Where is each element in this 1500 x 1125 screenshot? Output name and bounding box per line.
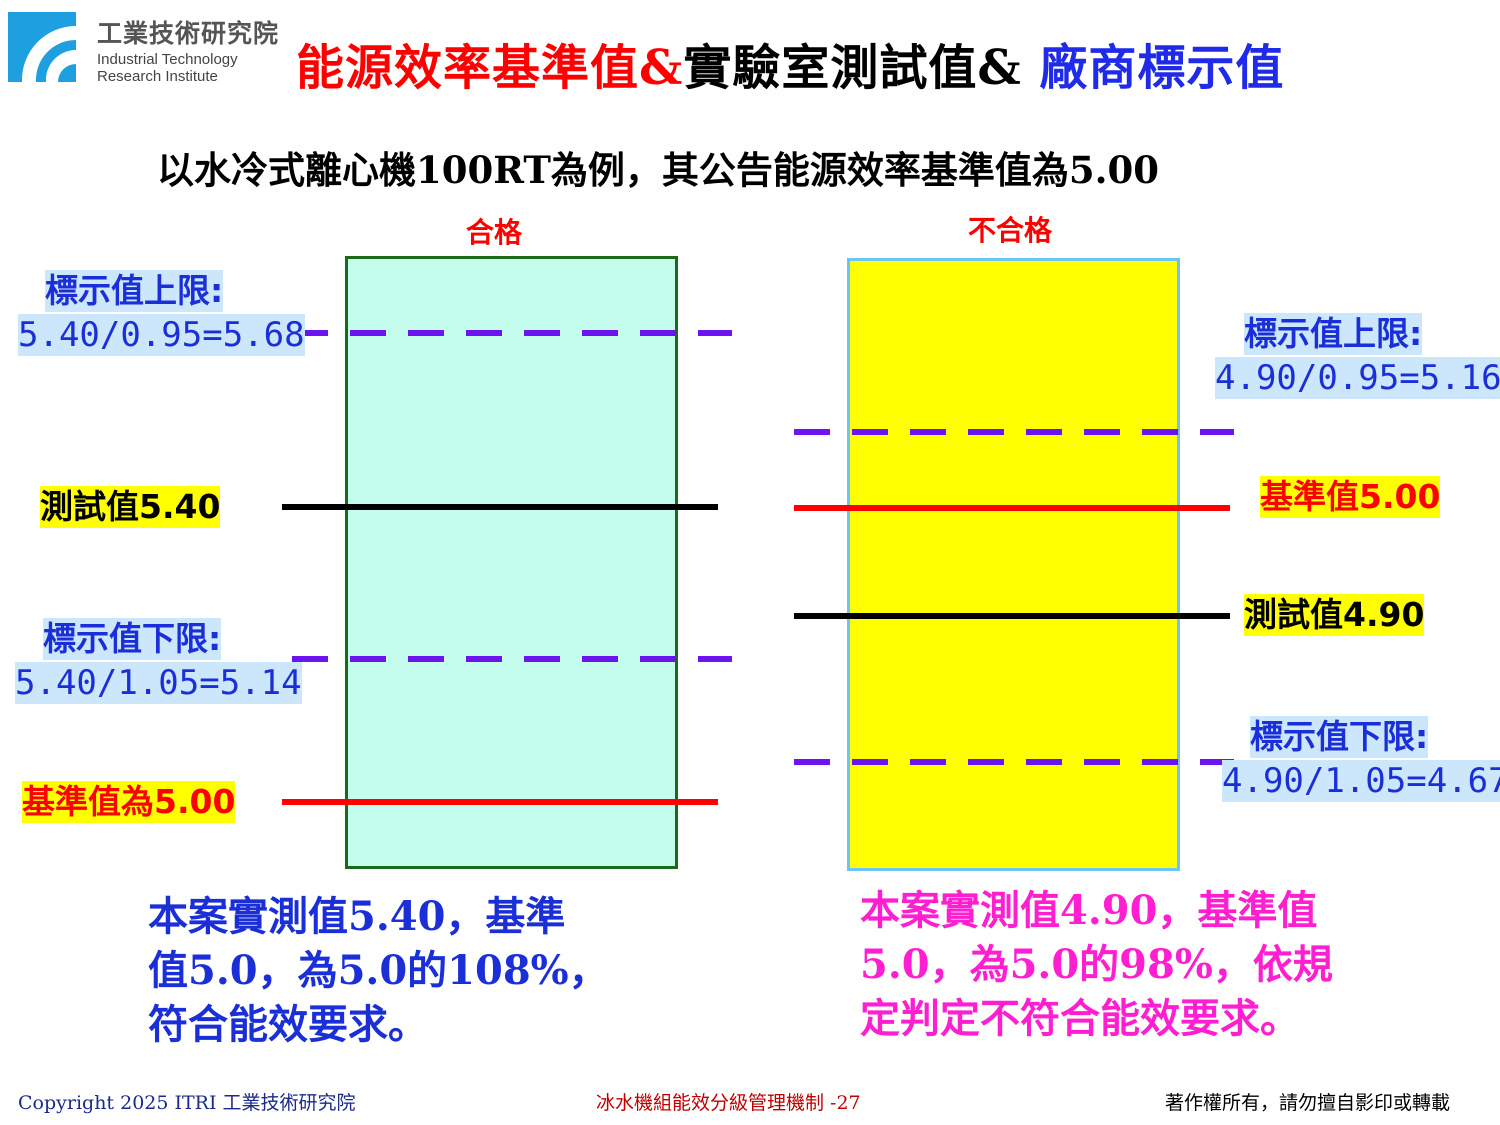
pass-upper-limit-line	[292, 330, 732, 336]
slide-title: 能源效率基準值&實驗室測試值& 廠商標示值	[296, 28, 1284, 98]
itri-logo-icon	[8, 12, 76, 82]
logo-name-zh: 工業技術研究院	[97, 19, 280, 48]
title-part-lab: 實驗室測試值&	[683, 40, 1040, 96]
logo-name-en-2: Research Institute	[97, 68, 218, 85]
footer-page-title: 冰水機組能效分級管理機制 -27	[596, 1092, 861, 1114]
fail-upper-value: 4.90/0.95=5.16	[1215, 357, 1500, 399]
footer-copyright: Copyright 2025 ITRI 工業技術研究院	[18, 1092, 356, 1114]
slide-subtitle: 以水冷式離心機100RT為例，其公告能源效率基準值為5.00	[157, 148, 1159, 192]
fail-lower-value: 4.90/1.05=4.67	[1222, 760, 1500, 802]
fail-note-line-2: 5.0，為5.0的98%，依規	[860, 941, 1333, 988]
pass-note-line-2: 值5.0，為5.0的108%，	[148, 947, 609, 994]
fail-lower-label: 標示值下限:	[1250, 716, 1429, 758]
fail-note-line-3: 定判定不符合能效要求。	[860, 995, 1300, 1042]
fail-note-line-1: 本案實測值4.90，基準值	[860, 887, 1318, 934]
fail-note: 本案實測值4.90，基準值 5.0，為5.0的98%，依規 定判定不符合能效要求…	[860, 884, 1380, 1046]
fail-box	[847, 258, 1180, 871]
pass-upper-label: 標示值上限:	[45, 270, 224, 312]
pass-lower-limit-line	[292, 656, 732, 662]
pass-base-line	[282, 799, 718, 805]
fail-upper-label: 標示值上限:	[1244, 313, 1423, 355]
pass-test-label: 測試值5.40	[40, 486, 221, 528]
fail-test-line	[794, 613, 1230, 619]
pass-heading: 合格	[466, 216, 523, 249]
fail-heading: 不合格	[968, 214, 1053, 247]
title-part-label: 廠商標示值	[1039, 40, 1285, 96]
pass-test-line	[282, 504, 718, 510]
footer-notice: 著作權所有，請勿擅自影印或轉載	[1165, 1092, 1451, 1114]
pass-upper-value: 5.40/0.95=5.68	[18, 314, 305, 356]
fail-test-label: 測試值4.90	[1244, 594, 1425, 636]
fail-base-label: 基準值5.00	[1260, 476, 1441, 518]
pass-base-label: 基準值為5.00	[22, 781, 236, 823]
pass-lower-label: 標示值下限:	[43, 618, 222, 660]
title-part-baseline: 能源效率基準值&	[296, 40, 684, 96]
pass-note: 本案實測值5.40，基準 值5.0，為5.0的108%， 符合能效要求。	[148, 890, 618, 1052]
logo-name-en-1: Industrial Technology	[97, 51, 238, 68]
fail-lower-limit-line	[794, 759, 1234, 765]
pass-lower-value: 5.40/1.05=5.14	[15, 662, 302, 704]
pass-note-line-1: 本案實測值5.40，基準	[148, 893, 566, 940]
pass-note-line-3: 符合能效要求。	[148, 1001, 428, 1048]
fail-upper-limit-line	[794, 429, 1234, 435]
fail-base-line	[794, 505, 1230, 511]
pass-box	[345, 256, 678, 869]
